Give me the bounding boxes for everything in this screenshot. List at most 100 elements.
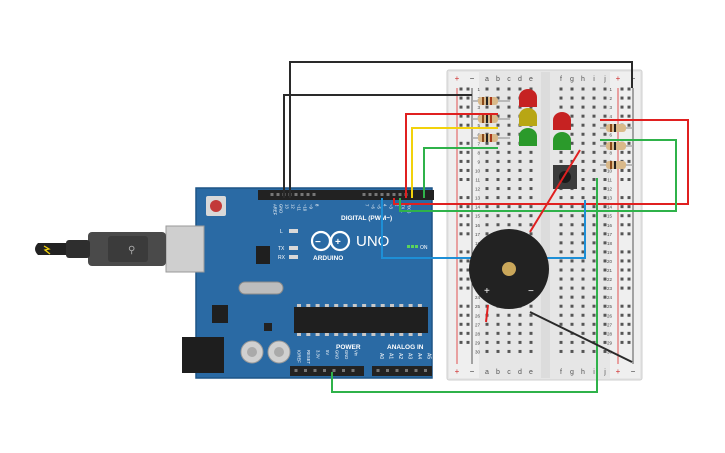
rail-hole	[627, 96, 631, 100]
breadboard-hole	[570, 259, 574, 263]
header-pin-label: 4	[383, 204, 388, 207]
crystal	[238, 281, 284, 295]
row-number-right: 29	[607, 340, 613, 345]
resistor-band	[614, 161, 616, 169]
breadboard-hole	[581, 114, 585, 118]
breadboard-hole	[485, 340, 489, 344]
header-pin	[294, 369, 298, 372]
header-pin-label: RX 0	[407, 204, 412, 214]
wire-red-led[interactable]	[405, 113, 498, 198]
breadboard-hole	[518, 223, 522, 227]
header-pin-label: IOREF	[297, 350, 302, 363]
breadboard-hole	[529, 313, 533, 317]
reset-button[interactable]	[210, 200, 222, 212]
column-letter: b	[496, 76, 500, 83]
led-yellow[interactable]	[519, 108, 537, 126]
breadboard-hole	[570, 196, 574, 200]
wire-green-power[interactable]	[331, 178, 598, 393]
chip-pin	[399, 333, 404, 336]
chip-pin	[362, 304, 367, 307]
rail-symbol: +	[455, 367, 460, 376]
led-red[interactable]	[519, 89, 537, 107]
rail-hole	[459, 114, 463, 118]
rail-hole	[627, 322, 631, 326]
breadboard-hole	[581, 132, 585, 136]
breadboard-hole	[581, 123, 585, 127]
breadboard-hole	[603, 196, 607, 200]
rail-hole	[620, 105, 624, 109]
breadboard-hole	[603, 159, 607, 163]
piezo-buzzer[interactable]: + −	[469, 229, 549, 309]
chip-pin	[343, 333, 348, 336]
header-pin	[270, 193, 274, 196]
on-led-3	[415, 245, 418, 248]
wire-green-led[interactable]	[423, 147, 498, 198]
breadboard-hole	[592, 295, 596, 299]
resistor-right-2[interactable]	[600, 142, 633, 150]
row-number-right: 28	[607, 331, 613, 336]
wire-black-gnd-inner[interactable]	[283, 94, 472, 198]
header-pin	[312, 193, 316, 196]
breadboard-hole	[581, 187, 585, 191]
header-pin-label: AREF	[273, 204, 278, 216]
breadboard-hole	[570, 105, 574, 109]
breadboard-hole	[507, 114, 511, 118]
breadboard-hole	[581, 159, 585, 163]
rail-hole	[620, 250, 624, 254]
rail-hole	[620, 259, 624, 263]
breadboard-hole	[570, 150, 574, 154]
voltage-regulator	[212, 305, 228, 323]
led-green-right[interactable]	[553, 132, 571, 150]
wire-black-buzzer[interactable]	[529, 311, 633, 363]
breadboard-hole	[603, 105, 607, 109]
wire-green-right[interactable]	[399, 139, 677, 212]
usb-cable-end	[35, 243, 66, 255]
wire-yellow-led[interactable]	[411, 127, 498, 198]
rail-hole	[627, 105, 631, 109]
led-green[interactable]	[519, 128, 537, 146]
led-red-right[interactable]	[553, 112, 571, 130]
breadboard-hole	[581, 96, 585, 100]
rail-hole	[466, 286, 470, 290]
wire-red-right[interactable]	[393, 119, 689, 205]
breadboard-hole	[581, 241, 585, 245]
header-pin	[276, 193, 280, 196]
power-jack	[182, 337, 224, 373]
header-pin	[306, 193, 310, 196]
column-letter: g	[570, 369, 574, 376]
breadboard-hole	[603, 87, 607, 91]
usb-chip	[256, 246, 270, 264]
breadboard-hole	[559, 205, 563, 209]
breadboard-hole	[496, 87, 500, 91]
breadboard-hole	[592, 277, 596, 281]
breadboard-hole	[507, 313, 511, 317]
breadboard-hole	[559, 349, 563, 353]
breadboard-hole	[507, 187, 511, 191]
chip-pin	[334, 304, 339, 307]
header-pin-label: TX 1	[401, 204, 406, 214]
resistor-yellow-led[interactable]	[472, 115, 510, 123]
rail-hole	[627, 196, 631, 200]
rail-hole	[466, 322, 470, 326]
wire-red-buzzer[interactable]	[529, 149, 581, 233]
right-power-rail	[610, 72, 640, 378]
row-number-left: 3	[477, 105, 480, 110]
wire-black-gnd-outer[interactable]	[289, 61, 633, 198]
rail-hole	[627, 277, 631, 281]
push-button[interactable]	[553, 165, 577, 189]
breadboard-hole	[581, 340, 585, 344]
resistor-green-led[interactable]	[472, 134, 510, 142]
row-number-right: 14	[607, 205, 613, 210]
wire-red-buzzer-plus[interactable]	[485, 304, 489, 323]
breadboard-hole	[485, 150, 489, 154]
breadboard-hole	[507, 178, 511, 181]
header-pin-label: 12	[291, 204, 296, 209]
breadboard-hole	[507, 132, 511, 136]
breadboard-hole	[507, 331, 511, 335]
resistor-right-3[interactable]	[600, 161, 633, 169]
rail-hole	[459, 87, 463, 91]
rail-symbol: −	[470, 367, 475, 376]
resistor-red-led[interactable]	[472, 97, 510, 105]
breadboard-hole	[592, 132, 596, 136]
resistor-right-1[interactable]	[600, 124, 633, 132]
